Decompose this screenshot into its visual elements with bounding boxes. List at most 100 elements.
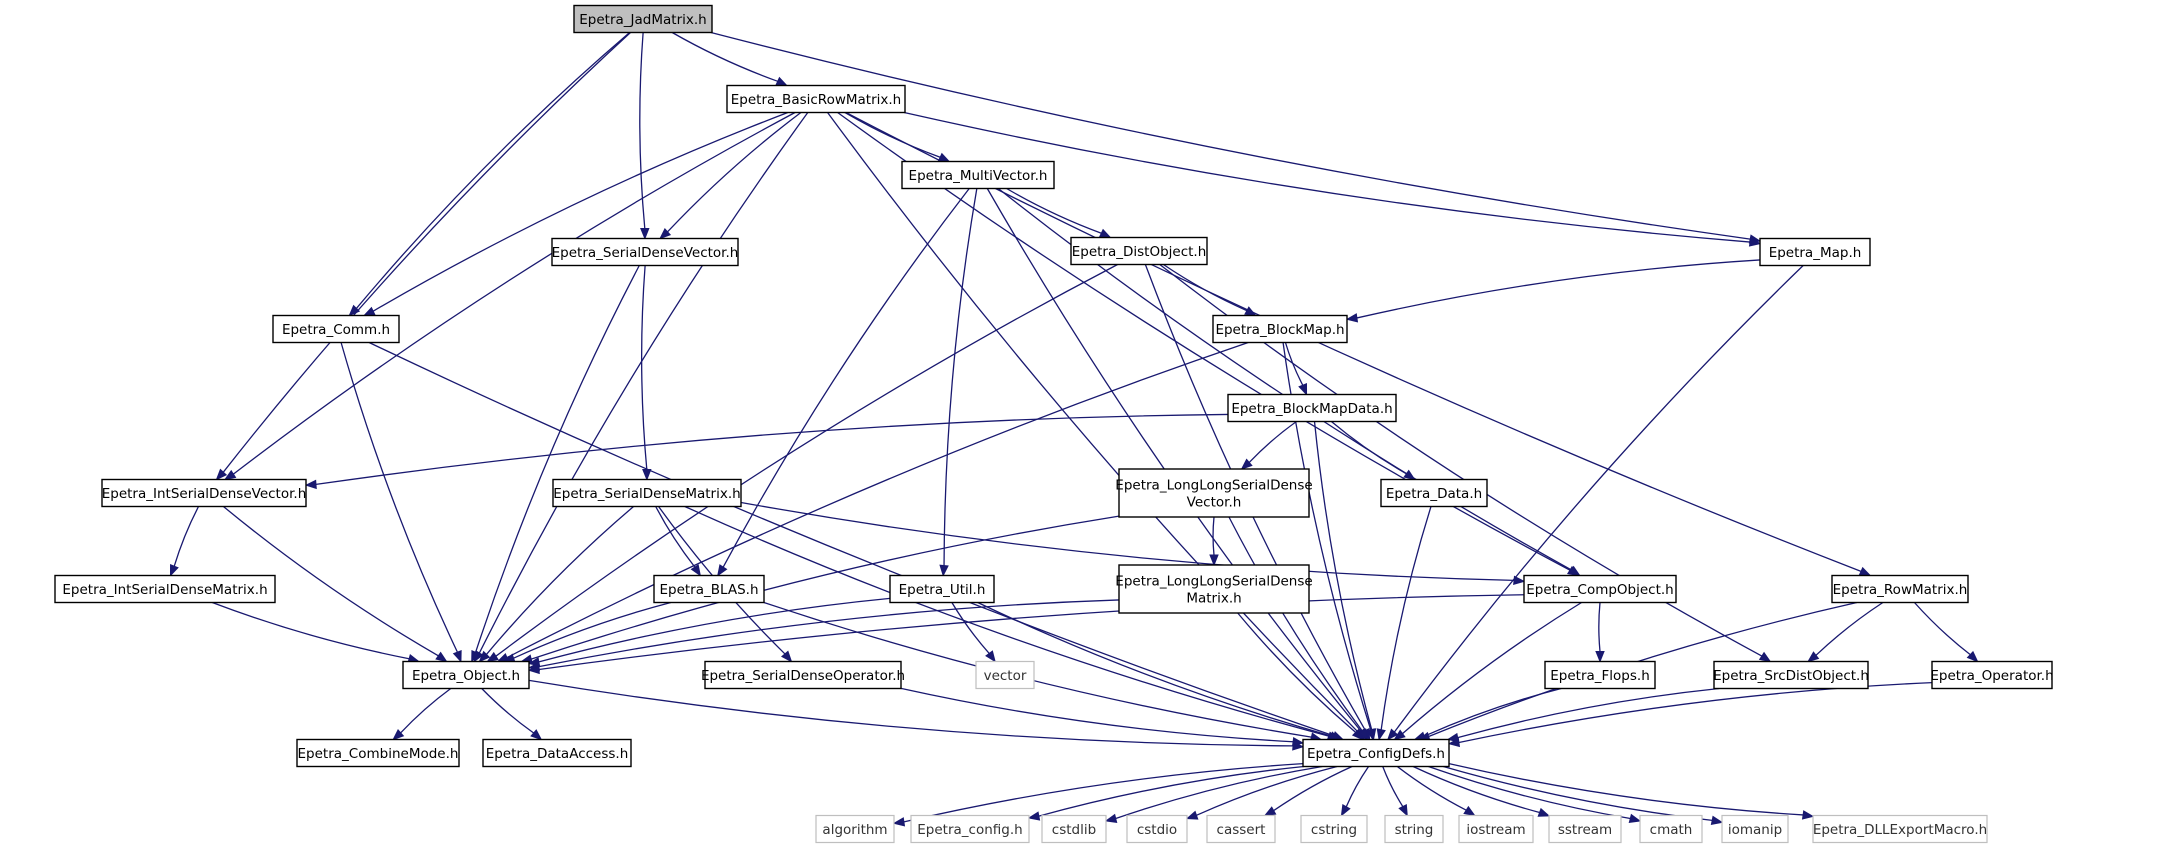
node-box	[551, 237, 739, 267]
edge-line	[639, 32, 646, 229]
node-isdm[interactable]: Epetra_IntSerialDenseMatrix.h	[54, 574, 276, 604]
edge-llsdv-to-cfg	[1228, 516, 1369, 741]
edge-cfg-to-string	[1382, 766, 1408, 817]
node-map[interactable]: Epetra_Map.h	[1759, 237, 1871, 267]
edge-mv-to-blas	[717, 188, 970, 577]
node-label: vector	[984, 668, 1027, 684]
edge-comm-to-obj	[340, 342, 462, 663]
node-cfg[interactable]: Epetra_ConfigDefs.h	[1302, 738, 1450, 768]
edge-line	[506, 341, 1249, 659]
node-comm[interactable]: Epetra_Comm.h	[272, 314, 400, 344]
node-label: Epetra_config.h	[917, 822, 1022, 838]
edge-bmap-to-bmd	[1284, 342, 1308, 396]
node-label: Epetra_DLLExportMacro.h	[1813, 822, 1987, 838]
node-cstdlib: cstdlib	[1041, 814, 1107, 844]
node-box	[1458, 814, 1534, 844]
node-brm[interactable]: Epetra_BasicRowMatrix.h	[726, 84, 906, 114]
edge-line	[1428, 765, 1631, 820]
edge-line	[400, 687, 452, 734]
node-flops[interactable]: Epetra_Flops.h	[1544, 660, 1656, 690]
edge-comp-to-flops	[1595, 602, 1605, 663]
edge-line	[1396, 765, 1467, 811]
node-blas[interactable]: Epetra_BLAS.h	[653, 574, 765, 604]
edge-line	[1598, 602, 1601, 652]
node-iomanip: iomanip	[1721, 814, 1789, 844]
edge-line	[315, 413, 1229, 486]
edge-arrowhead	[1758, 651, 1772, 663]
edge-bmd-to-cfg	[1313, 421, 1377, 741]
node-obj[interactable]: Epetra_Object.h	[402, 660, 530, 690]
node-label: Epetra_Object.h	[412, 668, 520, 684]
node-box	[1212, 314, 1348, 344]
node-box	[815, 814, 895, 844]
node-util[interactable]: Epetra_Util.h	[889, 574, 995, 604]
node-box	[1041, 814, 1107, 844]
edge-arrowhead	[392, 728, 405, 741]
node-label: Epetra_Data.h	[1386, 486, 1482, 502]
node-box	[1721, 814, 1789, 844]
node-cmode[interactable]: Epetra_CombineMode.h	[296, 738, 460, 768]
edge-line	[710, 31, 1751, 240]
edge-brm-to-isdv	[223, 111, 796, 481]
node-box	[1070, 236, 1208, 266]
node-box	[704, 660, 902, 690]
node-dist[interactable]: Epetra_DistObject.h	[1070, 236, 1208, 266]
edge-arrowhead	[1358, 728, 1369, 741]
edge-sdm-to-obj	[478, 506, 634, 663]
node-label: algorithm	[822, 822, 887, 838]
node-label: Epetra_Operator.h	[1930, 668, 2053, 684]
node-sdm[interactable]: Epetra_SerialDenseMatrix.h	[552, 478, 742, 508]
node-layer: Epetra_JadMatrix.hEpetra_BasicRowMatrix.…	[54, 4, 2054, 844]
edge-arrowhead	[1240, 458, 1253, 470]
node-sdobj[interactable]: Epetra_SrcDistObject.h	[1713, 660, 1869, 690]
node-box	[1639, 814, 1703, 844]
edge-bmd-to-isdv	[304, 413, 1229, 490]
edge-arrowhead	[1628, 813, 1642, 823]
node-cmath: cmath	[1639, 814, 1703, 844]
edge-line	[485, 506, 634, 655]
edge-arrowhead	[304, 479, 317, 490]
edge-arrowhead	[690, 564, 702, 577]
edge-line	[977, 601, 1332, 737]
node-vector: vector	[975, 660, 1035, 690]
node-sdo[interactable]: Epetra_SerialDenseOperator.h	[701, 660, 905, 690]
node-jad[interactable]: Epetra_JadMatrix.h	[573, 4, 713, 34]
edge-bmd-to-llsdv	[1240, 420, 1297, 470]
edge-line	[1237, 612, 1357, 733]
node-isdv[interactable]: Epetra_IntSerialDenseVector.h	[101, 478, 307, 508]
node-mv[interactable]: Epetra_MultiVector.h	[901, 160, 1055, 190]
node-box	[1544, 660, 1656, 690]
edge-arrowhead	[1710, 815, 1724, 825]
node-label: Epetra_CombineMode.h	[298, 746, 459, 762]
node-bmd[interactable]: Epetra_BlockMapData.h	[1227, 393, 1397, 423]
edge-line	[1115, 765, 1323, 820]
edge-line	[340, 342, 458, 653]
node-bmap[interactable]: Epetra_BlockMap.h	[1212, 314, 1348, 344]
edge-cfg-to-dll	[1448, 762, 1815, 820]
node-dacc[interactable]: Epetra_DataAccess.h	[482, 738, 632, 768]
edge-line	[1423, 687, 1562, 737]
node-data[interactable]: Epetra_Data.h	[1380, 478, 1488, 508]
node-label: Epetra_Comm.h	[282, 322, 390, 338]
edge-line	[1163, 263, 1248, 312]
node-label: Epetra_SerialDenseOperator.h	[701, 668, 905, 684]
edge-arrowhead	[939, 564, 949, 577]
edge-line	[740, 501, 1515, 581]
edge-arrowhead	[1376, 728, 1386, 741]
edge-arrowhead	[775, 76, 789, 87]
node-rowm[interactable]: Epetra_RowMatrix.h	[1831, 574, 1969, 604]
node-label: cassert	[1217, 822, 1266, 838]
edge-jad-to-isdv	[215, 32, 631, 481]
node-oper[interactable]: Epetra_Operator.h	[1930, 660, 2054, 690]
node-box	[1759, 237, 1871, 267]
edge-line	[513, 601, 672, 659]
node-box	[1812, 814, 1988, 844]
node-label: Matrix.h	[1186, 591, 1241, 607]
node-label: Epetra_BlockMapData.h	[1231, 401, 1392, 417]
node-sdv[interactable]: Epetra_SerialDenseVector.h	[551, 237, 739, 267]
node-label: Epetra_DistObject.h	[1072, 244, 1207, 260]
node-comp[interactable]: Epetra_CompObject.h	[1523, 574, 1677, 604]
